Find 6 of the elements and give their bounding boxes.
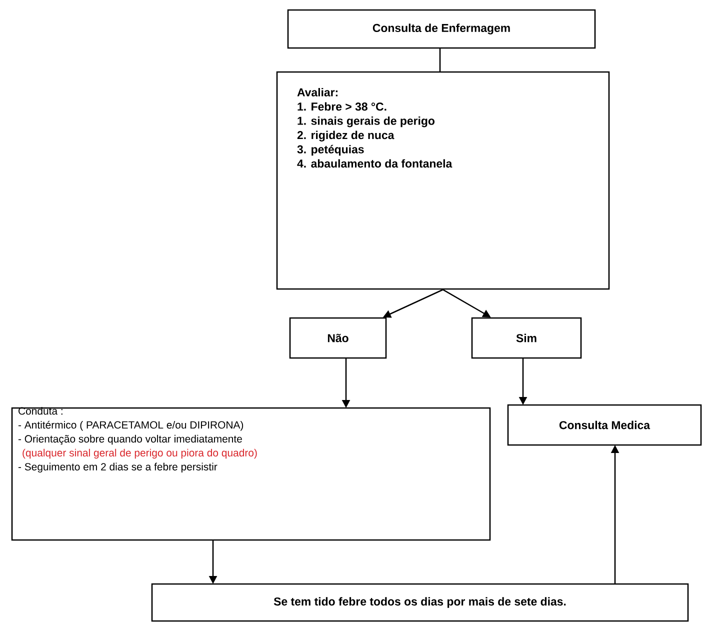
process-box: Se tem tido febre todos os dias por mais de sete dias. bbox=[151, 583, 689, 622]
decision-box: Não bbox=[289, 317, 387, 359]
process-box: Consulta Medica bbox=[507, 404, 702, 446]
decision-box: Sim bbox=[471, 317, 582, 359]
assessment-box: Avaliar: 1. Febre > 38 °C. 1. sinais gerais de perigo 2. rigidez de nuca 3. petéquias 4. abaulamento da fontanela bbox=[276, 71, 610, 290]
process-box: Consulta de Enfermagem bbox=[287, 9, 596, 49]
